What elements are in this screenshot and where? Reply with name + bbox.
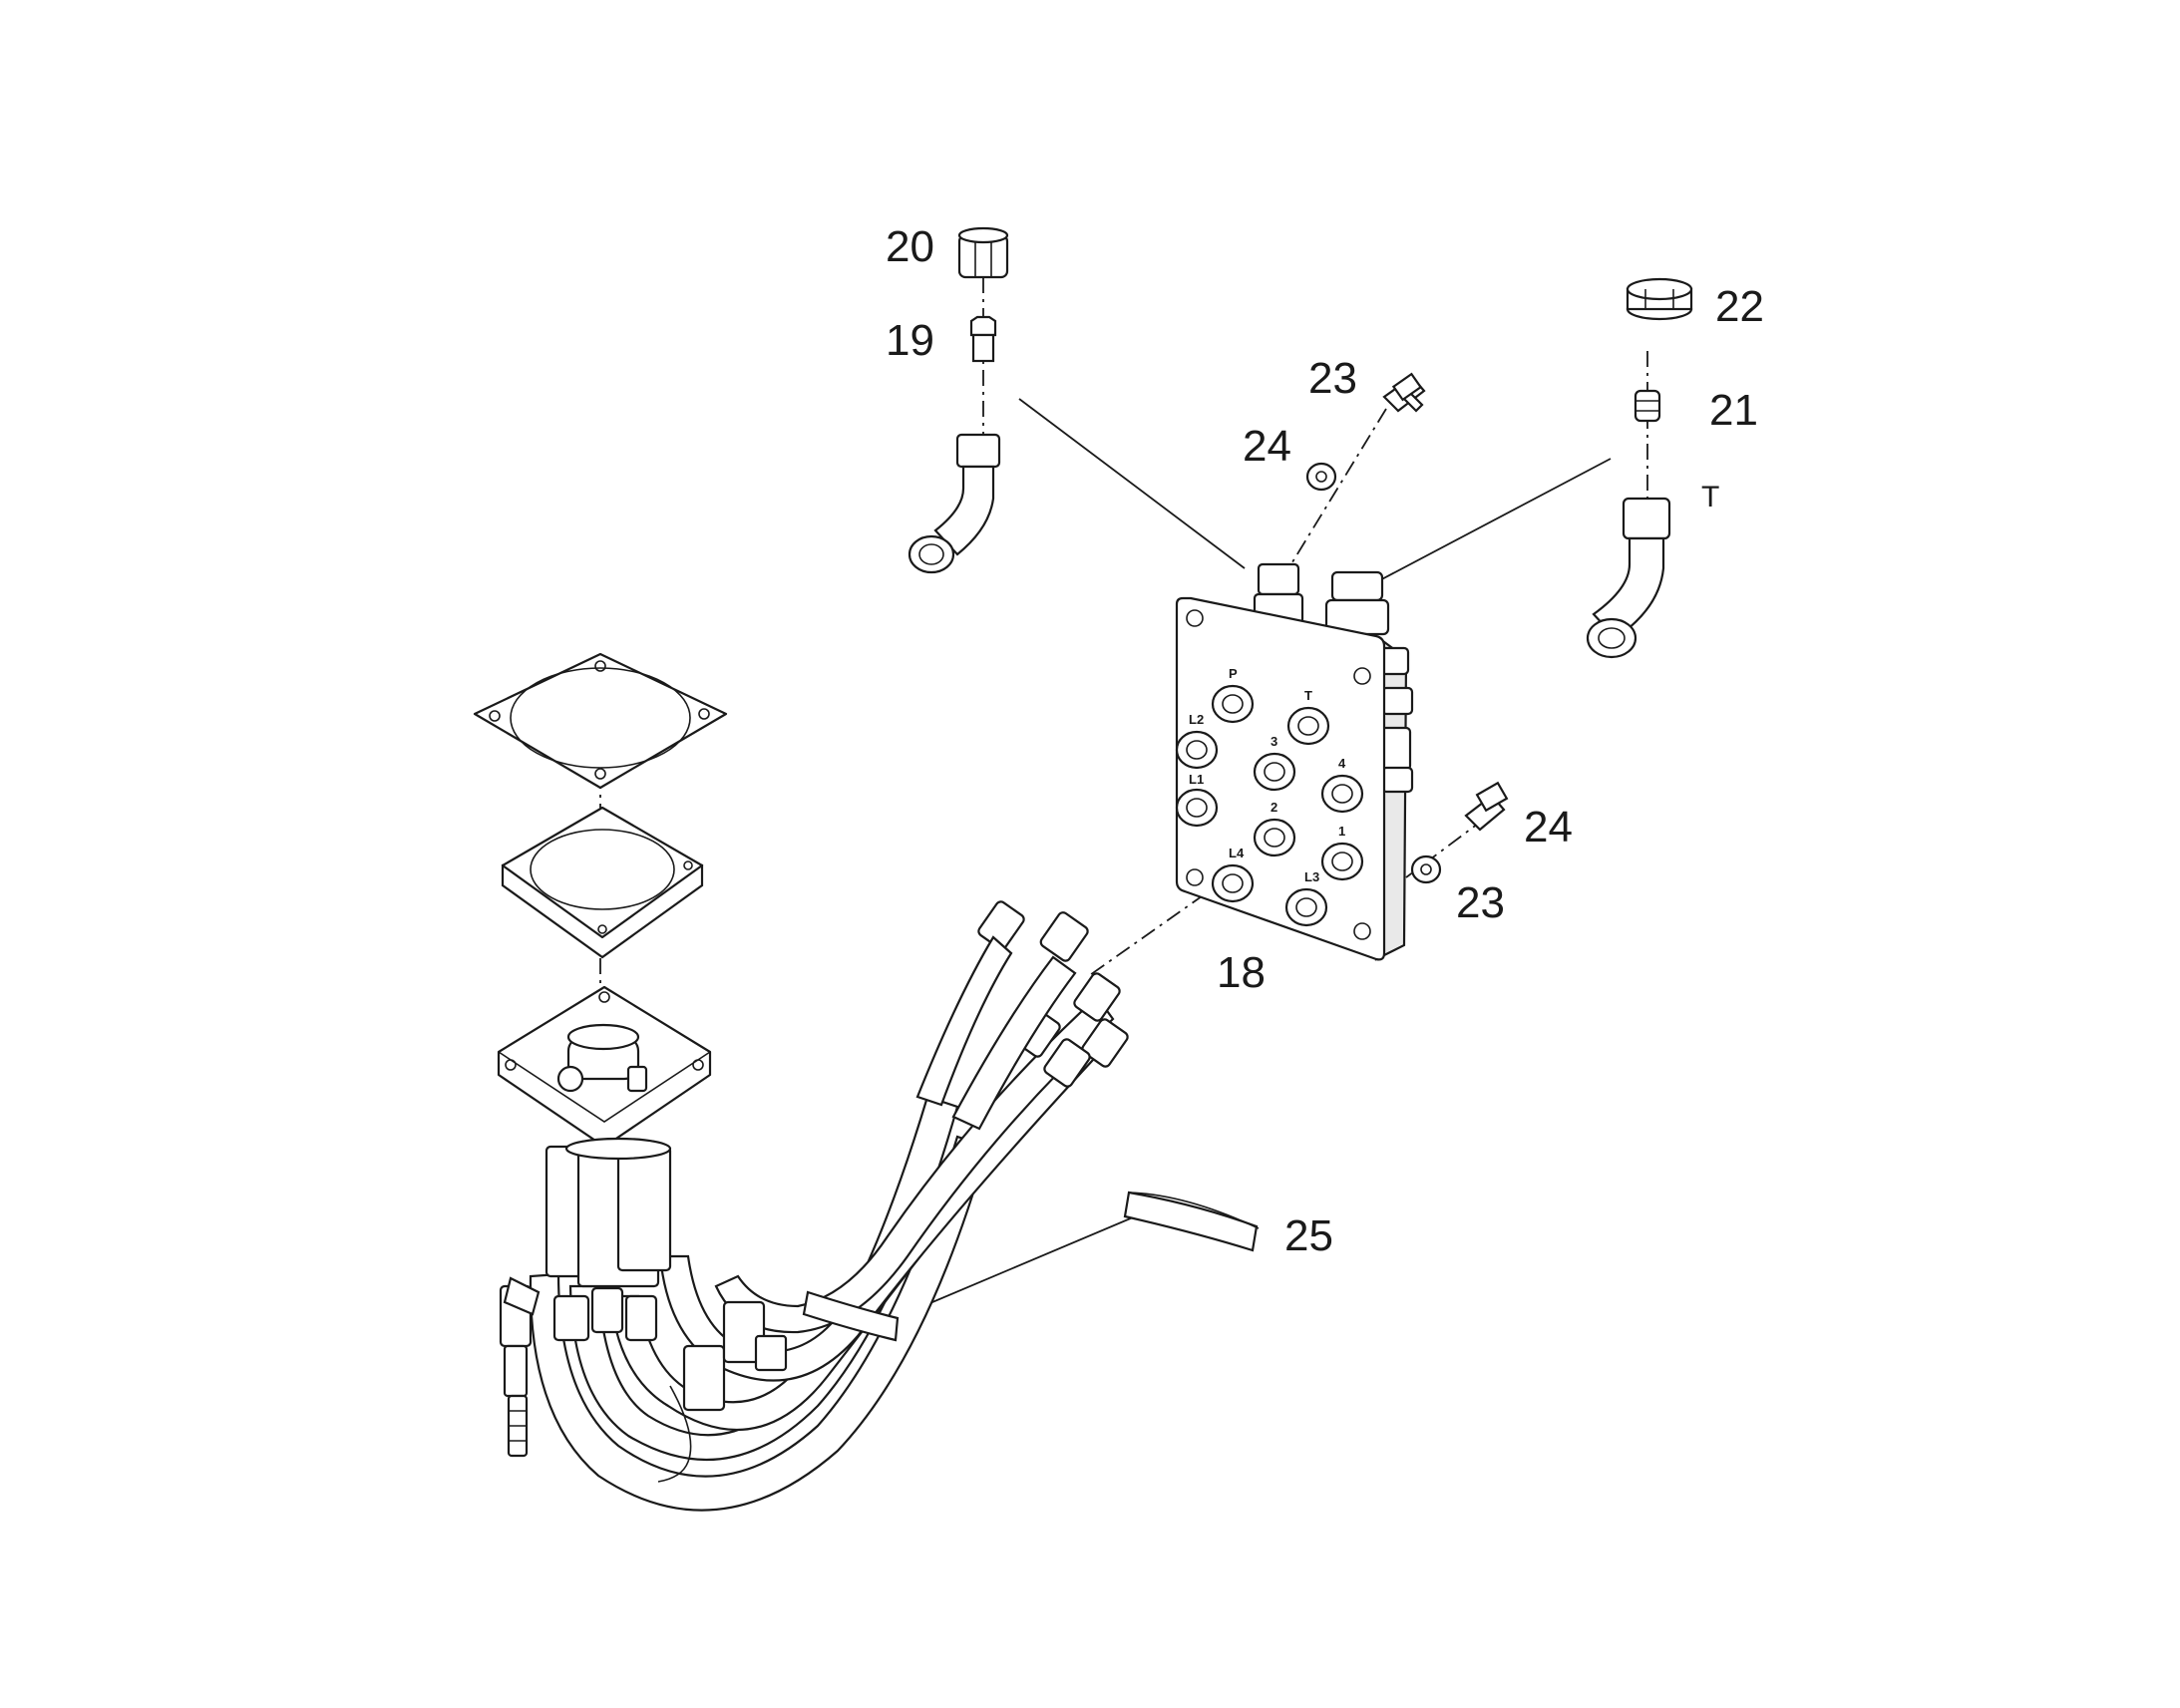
- fitting-19: [969, 315, 997, 363]
- callout-18: 18: [1217, 948, 1266, 997]
- port-tag-p10: L4: [1229, 846, 1245, 860]
- gasket-plate: [473, 652, 728, 790]
- valve-block-18: P T L2 3 L1 4 2 L3 1 L4: [1175, 562, 1414, 961]
- hose-end-fittings: [977, 900, 1129, 1088]
- hose-tie-band: [802, 1290, 900, 1342]
- base-bottom-fittings: [499, 1276, 658, 1458]
- port-fittings: [1175, 684, 1364, 927]
- port-tag-p4: 3: [1271, 734, 1277, 749]
- fitting-21: [1634, 389, 1661, 423]
- callout-labels: 20 19 23 24 22 21 T 24 23 18 25: [886, 222, 1764, 1260]
- port-tag-p2: T: [1304, 688, 1312, 703]
- callout-19: 19: [886, 316, 934, 365]
- port-tag-p3: L2: [1189, 712, 1204, 727]
- port-tag-p6: 4: [1338, 756, 1346, 771]
- washer-23-right: [1410, 854, 1442, 884]
- port-tag-p7: 2: [1271, 800, 1277, 815]
- callout-22: 22: [1715, 282, 1764, 331]
- callout-24-top: 24: [1243, 422, 1291, 471]
- bolt-24-right: [1464, 781, 1509, 832]
- electrical-connector: [657, 1300, 788, 1483]
- callout-24-right: 24: [1524, 803, 1573, 852]
- port-tag-p1: P: [1229, 666, 1238, 681]
- callout-25: 25: [1284, 1211, 1333, 1260]
- callout-23-right: 23: [1456, 878, 1505, 927]
- port-t-label: T: [1701, 481, 1719, 513]
- callout-21: 21: [1709, 386, 1758, 435]
- joystick-base: [497, 900, 1129, 1512]
- right-elbow-fitting: [1586, 497, 1671, 659]
- port-tag-p9: 1: [1338, 824, 1345, 839]
- mounting-flange: [501, 806, 704, 959]
- left-elbow-fitting: [908, 433, 1001, 574]
- cap-nut-20: [957, 226, 1009, 279]
- band-clamp-25: [1123, 1191, 1260, 1252]
- bolt-23-top: [1382, 372, 1426, 413]
- callout-20: 20: [886, 222, 934, 271]
- port-tag-p5: L1: [1189, 772, 1204, 787]
- cap-nut-22: [1626, 277, 1693, 321]
- callout-23-top: 23: [1308, 354, 1357, 403]
- washer-24-top: [1305, 462, 1337, 492]
- port-tag-p8: L3: [1304, 869, 1319, 884]
